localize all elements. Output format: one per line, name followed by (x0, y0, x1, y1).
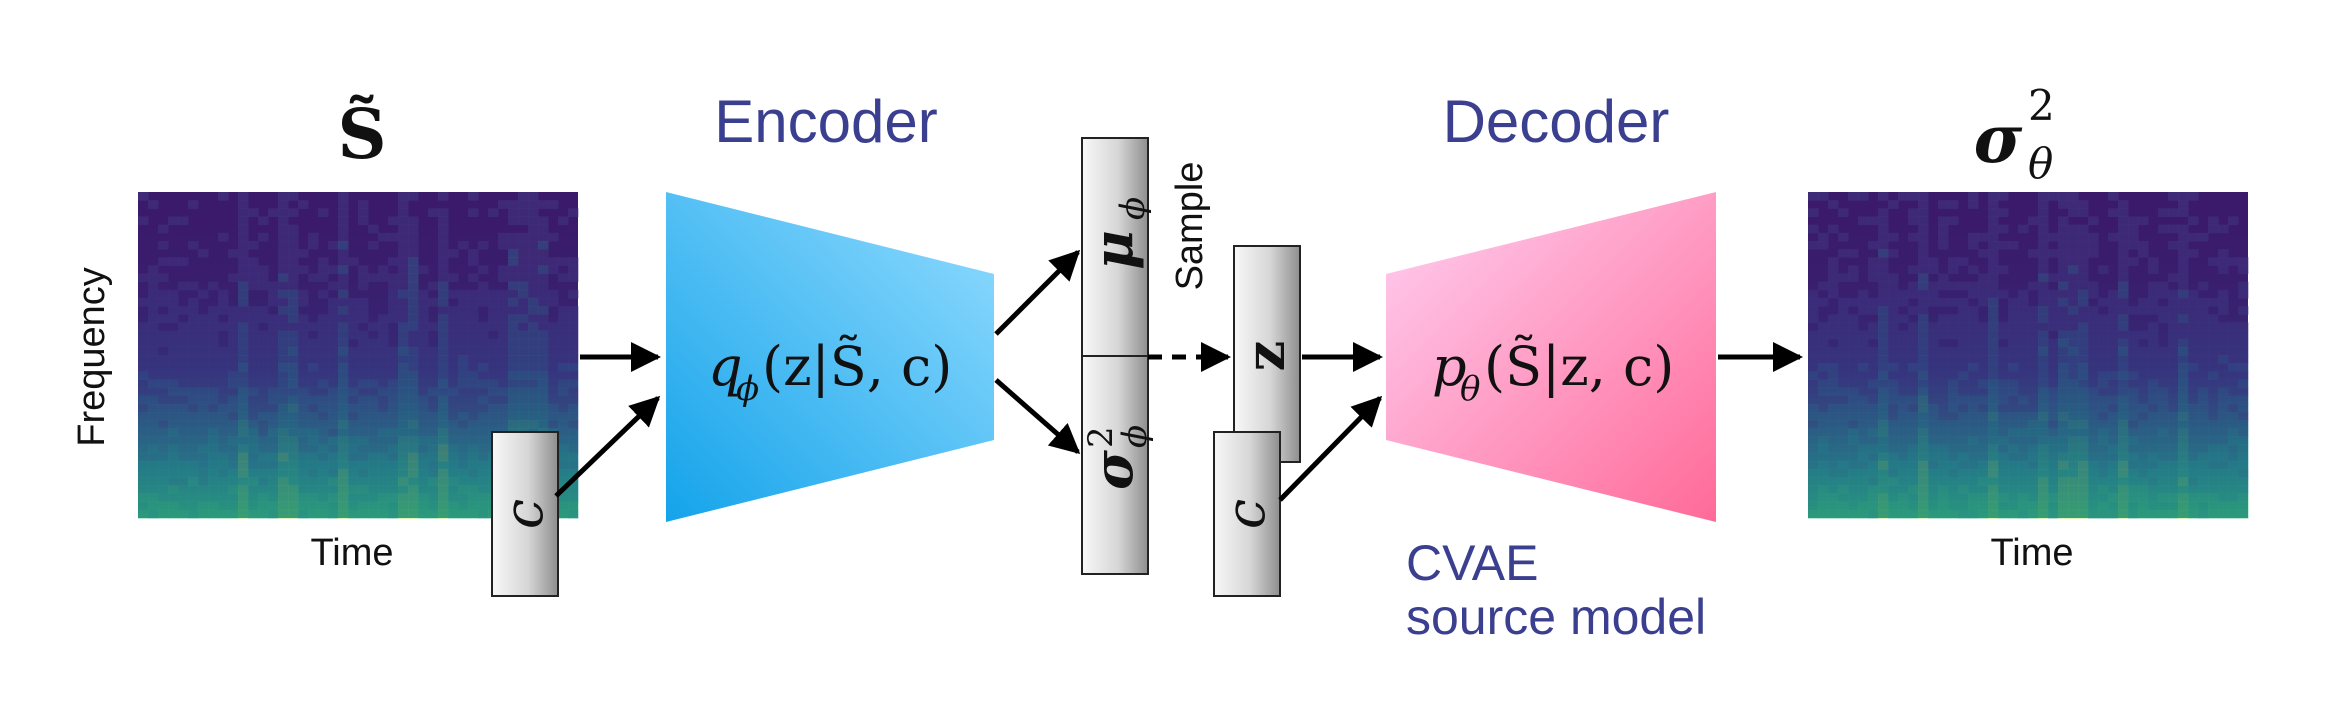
decoder-formula: p θ (S̃|z, c) (1432, 334, 1674, 409)
condition-box-input: c (491, 431, 559, 597)
arrow-c-to-decoder (1278, 395, 1383, 502)
svg-text:2: 2 (1081, 426, 1121, 448)
svg-text:ϕ: ϕ (1115, 425, 1155, 448)
svg-text:σ: σ (1974, 100, 2023, 178)
svg-text:q: q (708, 335, 743, 398)
svg-text:θ: θ (1460, 369, 1480, 409)
svg-text:μ: μ (1081, 230, 1145, 270)
decoder-block: p θ (S̃|z, c) (1386, 192, 1716, 522)
caption-line-1: CVAE (1406, 535, 1538, 591)
svg-text:ϕ: ϕ (1113, 197, 1153, 220)
arrow-encoder-to-mean (994, 249, 1081, 336)
encoder-block: q ϕ (z|S̃, c) (666, 192, 994, 522)
latent-variance-box: σ 2 ϕ (1081, 355, 1155, 575)
svg-text:2: 2 (2028, 81, 2055, 130)
svg-text:θ: θ (2028, 139, 2053, 188)
encoder-formula: q ϕ (z|S̃, c) (708, 334, 952, 409)
svg-text:(S̃|z, c): (S̃|z, c) (1484, 334, 1674, 398)
output-variance-title: σ 2 θ (1974, 81, 2055, 188)
sample-label: Sample (1169, 162, 1211, 291)
svg-text:c: c (492, 499, 555, 529)
frequency-axis-label: Frequency (71, 267, 113, 447)
svg-text:ϕ: ϕ (736, 369, 759, 409)
svg-text:z: z (1233, 341, 1297, 372)
latent-mean-box: μ ϕ (1081, 137, 1153, 357)
svg-text:p: p (1432, 335, 1467, 398)
svg-text:σ: σ (1081, 450, 1145, 490)
latent-z-box: z (1233, 245, 1301, 463)
input-spectrogram (138, 192, 579, 519)
encoder-heading: Encoder (714, 88, 937, 155)
arrow-encoder-to-variance (994, 378, 1081, 454)
decoder-heading: Decoder (1443, 88, 1670, 155)
time-axis-label-right: Time (1990, 532, 2073, 574)
svg-text:c: c (1214, 499, 1277, 529)
input-spectrogram-title: S̃ (337, 95, 386, 175)
time-axis-label-left: Time (310, 532, 393, 574)
caption-line-2: source model (1406, 589, 1706, 645)
output-spectrogram (1808, 192, 2249, 519)
condition-box-decoder: c (1213, 431, 1281, 597)
svg-text:(z|S̃, c): (z|S̃, c) (762, 334, 952, 398)
flow-arrows (554, 249, 1803, 502)
arrow-c-to-encoder (554, 395, 661, 498)
